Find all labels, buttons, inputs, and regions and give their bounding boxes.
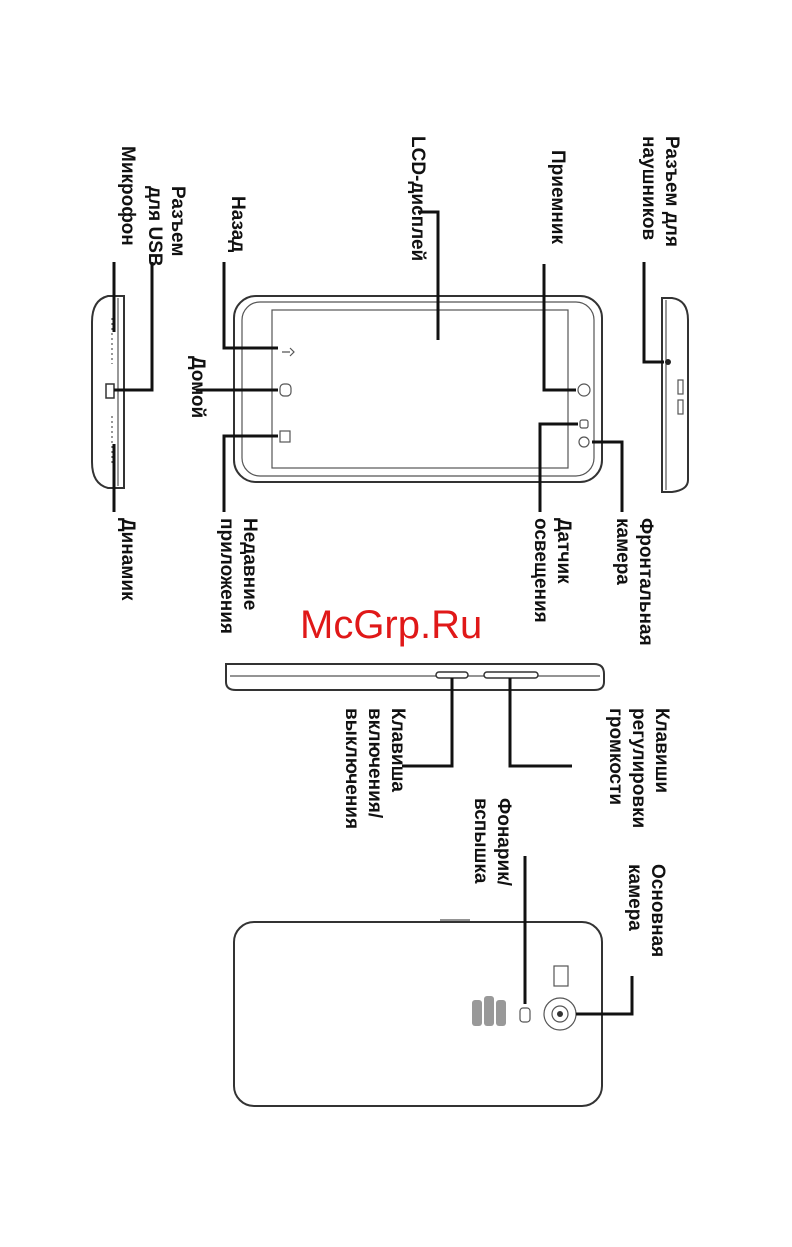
label-recent-apps-line-2: приложения <box>216 518 237 634</box>
label-front-camera-line-2: камера <box>612 518 633 585</box>
label-speaker: Динамик <box>117 518 138 601</box>
label-home: Домой <box>187 356 208 418</box>
label-power-key-line-3: выключения <box>341 708 362 829</box>
label-lcd-display-line-1: LCD-дисплей <box>407 136 428 261</box>
label-home-line-1: Домой <box>187 356 208 418</box>
headphone-jack-icon <box>665 359 671 365</box>
label-usb-port-line-2: для USB <box>144 186 165 267</box>
label-headphone-jack-line-1: Разъем для <box>661 136 682 247</box>
brand-logo <box>472 996 506 1026</box>
label-speaker-line-1: Динамик <box>117 518 138 601</box>
label-microphone: Микрофон <box>117 146 138 246</box>
label-usb-port-line-1: Разъем <box>167 186 188 256</box>
label-light-sensor-line-2: освещения <box>530 518 551 623</box>
label-headphone-jack: Разъем для наушников <box>638 136 682 247</box>
label-flash: Фонарик/ вспышка <box>470 798 514 887</box>
phone-top-edge-view <box>662 298 688 492</box>
label-light-sensor: Датчик освещения <box>530 518 574 623</box>
label-power-key-line-1: Клавиша <box>387 708 408 792</box>
power-key-icon <box>436 672 468 678</box>
label-receiver: Приемник <box>547 150 568 244</box>
label-recent-apps-line-1: Недавние <box>239 518 260 610</box>
watermark-text: McGrp.Ru <box>300 603 482 647</box>
label-main-camera-line-2: камера <box>624 864 645 931</box>
label-flash-line-1: Фонарик/ <box>493 798 514 887</box>
label-volume-keys-line-1: Клавиши <box>651 708 672 793</box>
label-volume-keys-line-3: громкости <box>605 708 626 805</box>
phone-back-view <box>234 920 602 1106</box>
label-main-camera: Основная камера <box>624 864 668 957</box>
label-flash-line-2: вспышка <box>470 798 491 884</box>
label-light-sensor-line-1: Датчик <box>553 518 574 584</box>
label-front-camera: Фронтальная камера <box>612 518 656 646</box>
label-usb-port: Разъем для USB <box>144 186 188 267</box>
label-front-camera-line-1: Фронтальная <box>635 518 656 646</box>
label-microphone-line-1: Микрофон <box>117 146 138 246</box>
volume-keys-icon <box>484 672 538 678</box>
label-back-line-1: Назад <box>227 196 248 252</box>
label-power-key: Клавиша включения/ выключения <box>341 708 408 829</box>
usb-port-icon <box>106 384 114 398</box>
label-power-key-line-2: включения/ <box>364 708 385 819</box>
label-lcd-display: LCD-дисплей <box>407 136 428 261</box>
label-recent-apps: Недавние приложения <box>216 518 260 634</box>
label-volume-keys-line-2: регулировки <box>628 708 649 828</box>
label-receiver-line-1: Приемник <box>547 150 568 244</box>
label-main-camera-line-1: Основная <box>647 864 668 957</box>
phone-bottom-edge-view <box>92 296 124 488</box>
label-volume-keys: Клавиши регулировки громкости <box>605 708 672 828</box>
label-back: Назад <box>227 196 248 252</box>
phone-side-view <box>226 664 604 690</box>
label-headphone-jack-line-2: наушников <box>638 136 659 240</box>
